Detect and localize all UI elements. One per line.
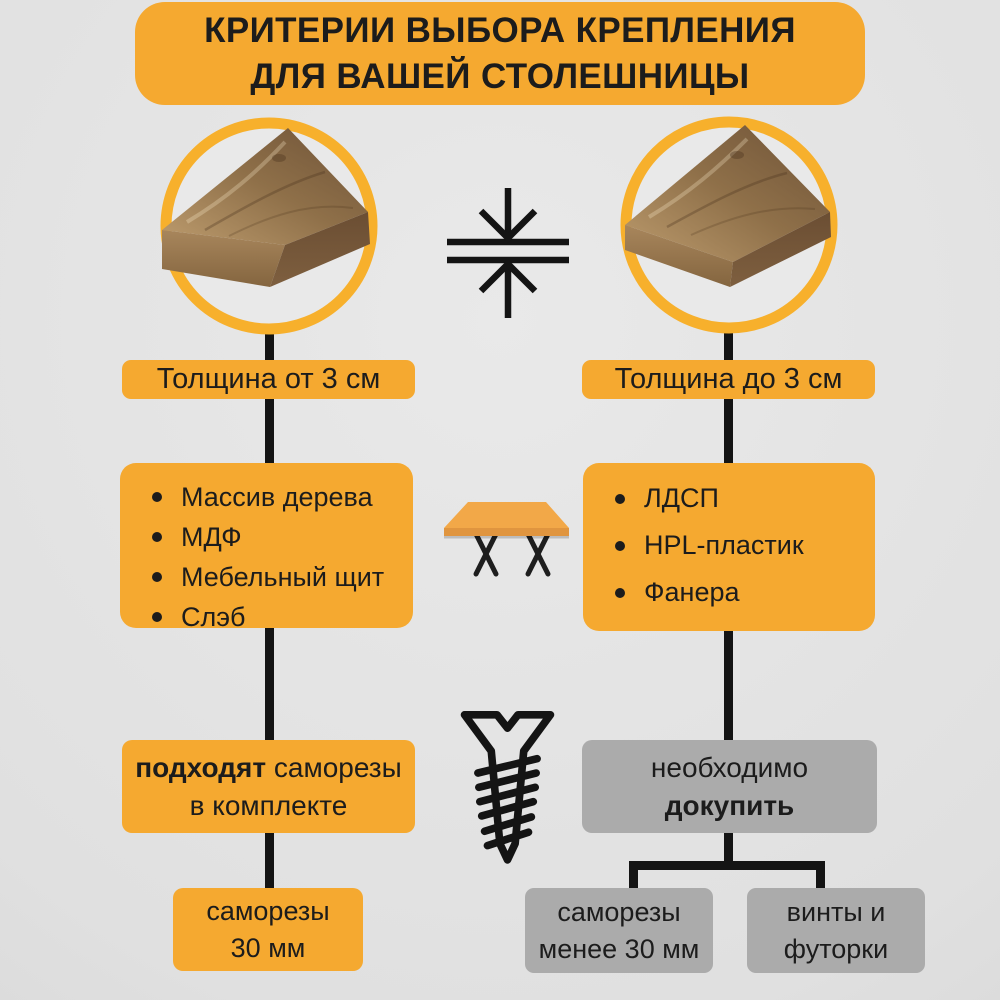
material-label: Мебельный щит [181, 561, 385, 592]
list-item: ЛДСП [583, 475, 875, 522]
connector-branch-right-stub [816, 861, 825, 890]
bullet-dot [152, 572, 162, 582]
thick-tabletop-photo [160, 117, 378, 335]
right-materials-list: ЛДСП HPL-пластик Фанера [583, 463, 875, 616]
left-materials-box: Массив дерева МДФ Мебельный щит Слэб [120, 463, 413, 632]
left-note-line1: подходят саморезы [135, 749, 402, 787]
page-title-line2: ДЛЯ ВАШЕЙ СТОЛЕШНИЦЫ [250, 56, 750, 96]
left-note-line2: в комплекте [189, 789, 348, 821]
left-thickness-text: Толщина от 3 см [156, 363, 381, 395]
result-line1: винты и [786, 896, 886, 927]
result-line2: менее 30 мм [538, 933, 700, 964]
left-result-line1: саморезы [206, 895, 330, 926]
left-result-box: саморезы 30 мм [173, 888, 363, 971]
bullet-dot [615, 587, 625, 598]
connector-branch-left-stub [629, 861, 638, 890]
left-note-rest: саморезы [266, 751, 402, 783]
list-item: Фанера [583, 569, 875, 616]
thickness-compress-icon [447, 188, 569, 318]
result-line1: саморезы [557, 896, 681, 927]
right-note-line1: необходимо [650, 751, 809, 783]
right-fastener-note: необходимо докупить [582, 740, 877, 833]
table-x-legs-icon [444, 502, 569, 577]
right-result-box-bolts: винты и футорки [747, 888, 925, 973]
material-label: Фанера [644, 577, 740, 607]
thin-tabletop-photo [620, 116, 838, 334]
page-title-line1: КРИТЕРИИ ВЫБОРА КРЕПЛЕНИЯ [204, 10, 796, 50]
page-title: КРИТЕРИИ ВЫБОРА КРЕПЛЕНИЯ ДЛЯ ВАШЕЙ СТОЛ… [135, 2, 865, 105]
result-line2: футорки [783, 933, 889, 964]
bullet-dot [152, 532, 162, 542]
list-item: Слэб [120, 597, 413, 637]
connector-branch-horizontal [629, 861, 825, 870]
connector-right-2 [724, 625, 733, 743]
connector-right-stem [724, 830, 733, 868]
self-tapping-screw-icon [460, 710, 555, 864]
left-result-line2: 30 мм [230, 932, 306, 963]
left-note-bold: подходят [135, 751, 267, 783]
right-note-bold: докупить [664, 789, 795, 821]
left-thickness-label: Толщина от 3 см [122, 360, 415, 399]
list-item: МДФ [120, 517, 413, 557]
left-fastener-note: подходят саморезы в комплекте [122, 740, 415, 833]
material-label: HPL-пластик [644, 530, 804, 560]
bullet-dot [152, 612, 162, 622]
right-result-box-screws: саморезы менее 30 мм [525, 888, 713, 973]
right-thickness-text: Толщина до 3 см [614, 363, 843, 395]
list-item: Массив дерева [120, 477, 413, 517]
right-thickness-label: Толщина до 3 см [582, 360, 875, 399]
material-label: Массив дерева [181, 481, 373, 512]
connector-left-3 [265, 830, 274, 890]
bullet-dot [615, 540, 625, 551]
bullet-dot [152, 492, 162, 502]
list-item: HPL-пластик [583, 522, 875, 569]
material-label: МДФ [181, 521, 242, 552]
material-label: ЛДСП [644, 483, 719, 513]
right-materials-box: ЛДСП HPL-пластик Фанера [583, 463, 875, 631]
connector-left-2 [265, 625, 274, 743]
left-materials-list: Массив дерева МДФ Мебельный щит Слэб [120, 463, 413, 637]
material-label: Слэб [181, 601, 246, 632]
list-item: Мебельный щит [120, 557, 413, 597]
bullet-dot [615, 493, 625, 504]
